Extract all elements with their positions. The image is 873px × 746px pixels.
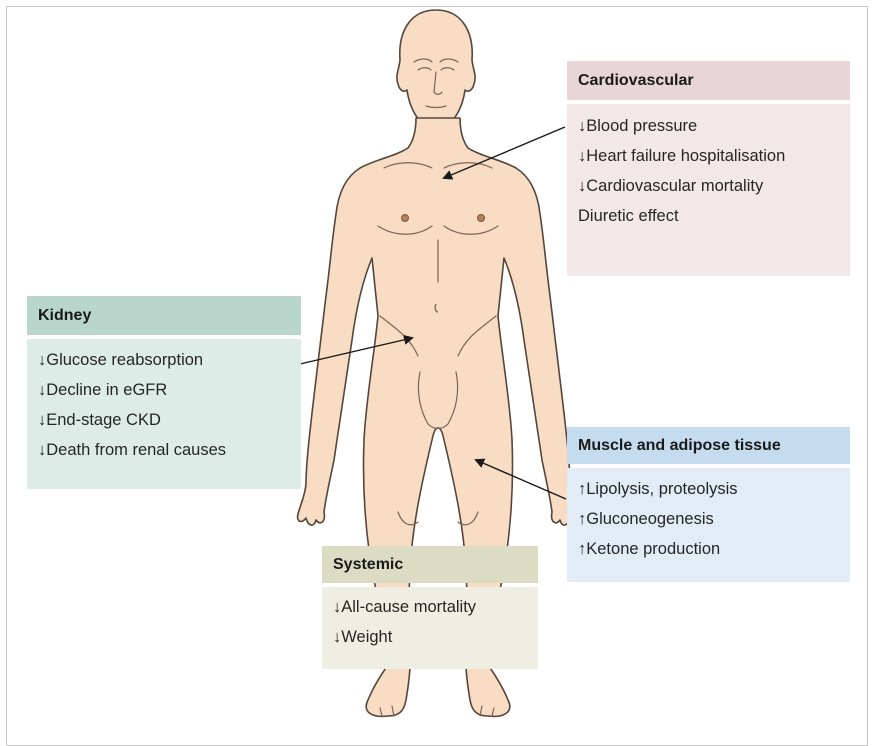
muscle-adipose-title: Muscle and adipose tissue — [578, 437, 781, 455]
kidney-body: ↓Glucose reabsorption ↓Decline in eGFR ↓… — [27, 339, 301, 489]
systemic-body: ↓All-cause mortality ↓Weight — [322, 587, 538, 669]
kidney-box: Kidney ↓Glucose reabsorption ↓Decline in… — [27, 296, 301, 489]
list-item: Diuretic effect — [578, 205, 840, 227]
cardiovascular-body: ↓Blood pressure ↓Heart failure hospitali… — [567, 104, 850, 276]
list-item: ↓Cardiovascular mortality — [578, 175, 840, 197]
cardiovascular-header: Cardiovascular — [567, 61, 850, 100]
cardiovascular-title: Cardiovascular — [578, 72, 694, 90]
list-item: ↓Glucose reabsorption — [38, 349, 291, 371]
list-item: ↓End-stage CKD — [38, 409, 291, 431]
list-item: ↑Ketone production — [578, 538, 840, 560]
muscle-adipose-header: Muscle and adipose tissue — [567, 427, 850, 464]
list-item: ↓Blood pressure — [578, 115, 840, 137]
muscle-adipose-box: Muscle and adipose tissue ↑Lipolysis, pr… — [567, 427, 850, 582]
cardiovascular-box: Cardiovascular ↓Blood pressure ↓Heart fa… — [567, 61, 850, 276]
list-item: ↓Death from renal causes — [38, 439, 291, 461]
kidney-header: Kidney — [27, 296, 301, 335]
list-item: ↑Gluconeogenesis — [578, 508, 840, 530]
systemic-box: Systemic ↓All-cause mortality ↓Weight — [322, 546, 538, 669]
nipple-dot — [478, 215, 485, 222]
list-item: ↓Weight — [333, 626, 528, 648]
nipple-dot — [402, 215, 409, 222]
muscle-adipose-body: ↑Lipolysis, proteolysis ↑Gluconeogenesis… — [567, 468, 850, 582]
systemic-title: Systemic — [333, 556, 403, 574]
head-shape — [397, 10, 475, 132]
list-item: ↓Heart failure hospitalisation — [578, 145, 840, 167]
kidney-title: Kidney — [38, 307, 91, 325]
list-item: ↑Lipolysis, proteolysis — [578, 478, 840, 500]
systemic-header: Systemic — [322, 546, 538, 583]
list-item: ↓Decline in eGFR — [38, 379, 291, 401]
list-item: ↓All-cause mortality — [333, 596, 528, 618]
